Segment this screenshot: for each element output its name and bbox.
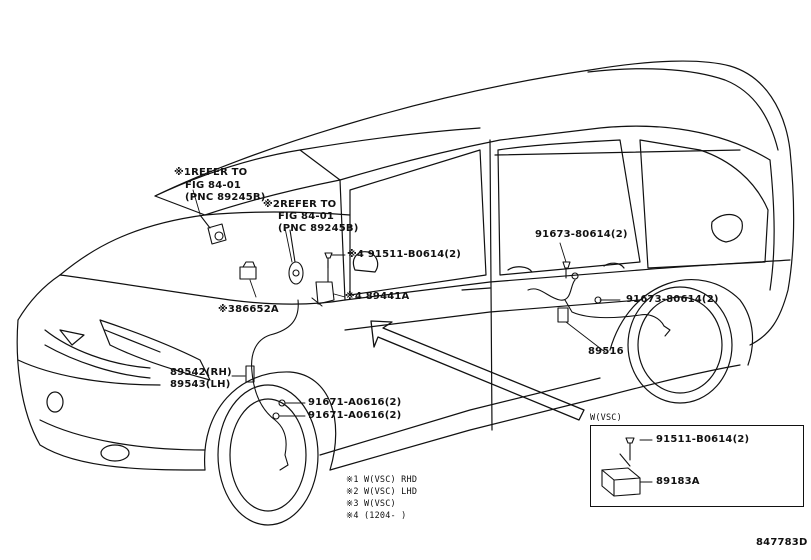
inset-title: W(VSC) (590, 413, 622, 423)
refer1-line3: (PNC 89245B) (185, 192, 266, 203)
location-pointer-arrow (370, 320, 585, 421)
part-91671-b-label[interactable]: 91671-A0616(2) (308, 410, 402, 421)
inset-part-89183a-label[interactable]: 89183A (656, 476, 700, 487)
part-89516-label[interactable]: 89516 (588, 346, 624, 357)
legend-line-3: ※3 W(VSC) (346, 499, 396, 509)
parts-sketches (199, 214, 671, 471)
part-86652a-sketch (239, 261, 257, 280)
leader-lines (192, 189, 621, 417)
diagram-id: 847783D (756, 537, 808, 548)
refer2-line3: (PNC 89245B) (278, 223, 359, 234)
bolt-91511-sketch (324, 252, 333, 269)
part-91673-mid-label[interactable]: 91673-80614(2) (626, 294, 719, 305)
inset-frame (590, 425, 804, 507)
front-speed-sensor-harness (245, 299, 299, 471)
legend-line-1: ※1 W(VSC) RHD (346, 475, 418, 485)
yaw-sensor-rhd-part (199, 214, 227, 245)
inset-part-sketches (601, 437, 653, 497)
rear-speed-sensor-harness (527, 272, 671, 337)
part-89542-label[interactable]: 89542(RH) (170, 367, 232, 378)
bolt-91673-top-sketch (562, 261, 571, 279)
legend-line-4: ※4 (1204- ) (346, 511, 407, 521)
yaw-sensor-lhd-part (288, 229, 304, 285)
refer1-line1: ※1REFER TO (174, 167, 248, 178)
part-91511-label[interactable]: ※4 91511-B0614(2) (347, 249, 462, 260)
refer1-line2: FIG 84-01 (185, 180, 242, 191)
part-91671-a-label[interactable]: 91671-A0616(2) (308, 397, 402, 408)
part-89543-label[interactable]: 89543(LH) (170, 379, 231, 390)
legend-line-2: ※2 W(VSC) LHD (346, 487, 418, 497)
part-89441a-label[interactable]: ※4 89441A (345, 291, 410, 302)
doors-windows (339, 139, 769, 431)
refer2-line1: ※2REFER TO (263, 199, 337, 210)
part-91673-top-label[interactable]: 91673-80614(2) (535, 229, 628, 240)
part-86652a-label[interactable]: ※386652A (218, 304, 279, 315)
van-body-outline (16, 60, 795, 526)
part-89441a-sketch (311, 259, 335, 307)
refer2-line2: FIG 84-01 (278, 211, 335, 222)
inset-part-91511-label[interactable]: 91511-B0614(2) (656, 434, 750, 445)
